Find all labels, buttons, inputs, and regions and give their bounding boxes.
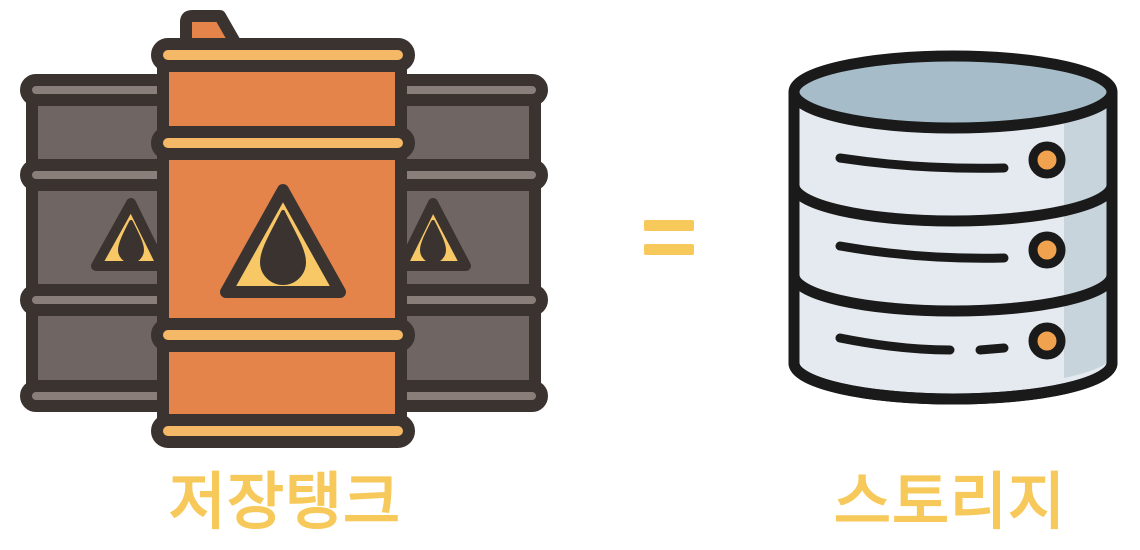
back-barrel-right [386,74,548,412]
oil-barrels-icon [20,10,548,448]
back-barrel-left [20,74,182,412]
equals-sign-icon [644,220,694,255]
caption-storage: 스토리지 [833,465,1067,538]
front-barrel [151,10,415,448]
database-storage-icon [788,50,1118,405]
caption-storage-tank: 저장탱크 [168,465,402,538]
